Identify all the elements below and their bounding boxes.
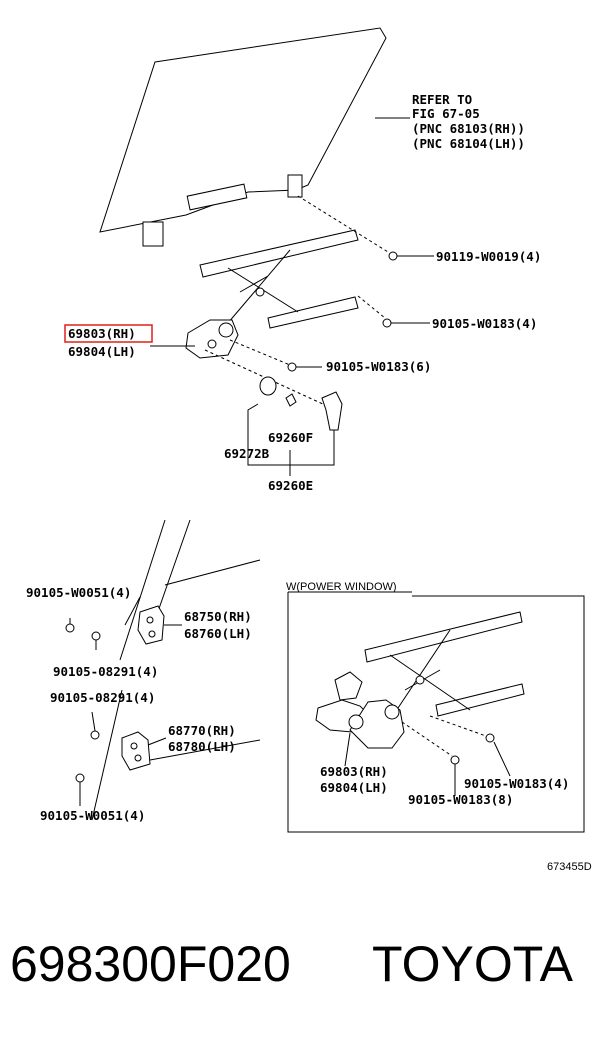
label-washer: 69272B xyxy=(224,446,270,461)
clip-icon xyxy=(285,393,297,407)
bolt-icon xyxy=(287,362,322,372)
label-bolt-hinge-bottom: 90105-W0051(4) xyxy=(40,808,145,823)
label-bolt-reg: 90105-W0183(6) xyxy=(326,359,431,374)
label-hinge-upper-lh: 68760(LH) xyxy=(184,626,252,641)
pw-label-regulator-rh: 69803(RH) xyxy=(320,764,388,779)
label-bolt-upper: 90119-W0019(4) xyxy=(436,249,541,264)
leader-bolt-rail xyxy=(357,295,386,319)
manual-window-regulator xyxy=(185,229,359,359)
label-handle-f: 69260F xyxy=(268,430,313,445)
highlight-box xyxy=(64,324,153,343)
label-handle-e: 69260E xyxy=(268,478,313,493)
refer-line-1: REFER TO xyxy=(412,92,472,107)
callout-pw-regulator xyxy=(344,732,351,767)
callout-hinge-lower xyxy=(147,737,167,746)
refer-line-4: (PNC 68104(LH)) xyxy=(412,136,525,151)
label-bolt-rail: 90105-W0183(4) xyxy=(432,316,537,331)
door-frame xyxy=(91,519,261,821)
figure-code: 673455D xyxy=(547,861,592,873)
brand-name: TOYOTA xyxy=(372,936,573,992)
bolt-icon xyxy=(485,733,511,777)
bolt-icon xyxy=(65,618,75,633)
washer-icon xyxy=(259,376,277,396)
hinge-lower-icon xyxy=(121,731,151,771)
label-bolt-hinge-a: 90105-08291(4) xyxy=(53,664,158,679)
power-window-inset: W(POWER WINDOW) 69803(RH) 69804(LH) 9010… xyxy=(286,581,585,833)
label-hinge-lower-lh: 68780(LH) xyxy=(168,739,236,754)
label-regulator-rh[interactable]: 69803(RH) xyxy=(68,326,136,341)
callout-hinge-top xyxy=(124,596,141,626)
bolt-icon xyxy=(91,631,101,650)
refer-line-2: FIG 67-05 xyxy=(412,106,480,121)
refer-line-3: (PNC 68103(RH)) xyxy=(412,121,525,136)
leader-bolt-reg xyxy=(229,339,291,366)
door-glass xyxy=(99,27,387,247)
callout-bracket xyxy=(247,403,335,476)
label-bolt-hinge-top: 90105-W0051(4) xyxy=(26,585,131,600)
bolt-icon xyxy=(382,318,402,328)
label-hinge-upper-rh: 68750(RH) xyxy=(184,609,252,624)
pw-label-bolt-b: 90105-W0183(8) xyxy=(408,792,513,807)
part-number: 698300F020 xyxy=(10,936,291,992)
pw-label-regulator-lh: 69804(LH) xyxy=(320,780,388,795)
label-bolt-hinge-b: 90105-08291(4) xyxy=(50,690,155,705)
pw-label-bolt-a: 90105-W0183(4) xyxy=(464,776,569,791)
window-handle-icon xyxy=(321,391,343,431)
hinge-upper-icon xyxy=(137,605,165,645)
bolt-icon xyxy=(75,773,85,806)
bolt-icon xyxy=(450,755,460,796)
power-window-title: W(POWER WINDOW) xyxy=(286,581,397,593)
label-regulator-lh: 69804(LH) xyxy=(68,344,136,359)
label-hinge-lower-rh: 68770(RH) xyxy=(168,723,236,738)
bolt-icon xyxy=(90,711,100,740)
